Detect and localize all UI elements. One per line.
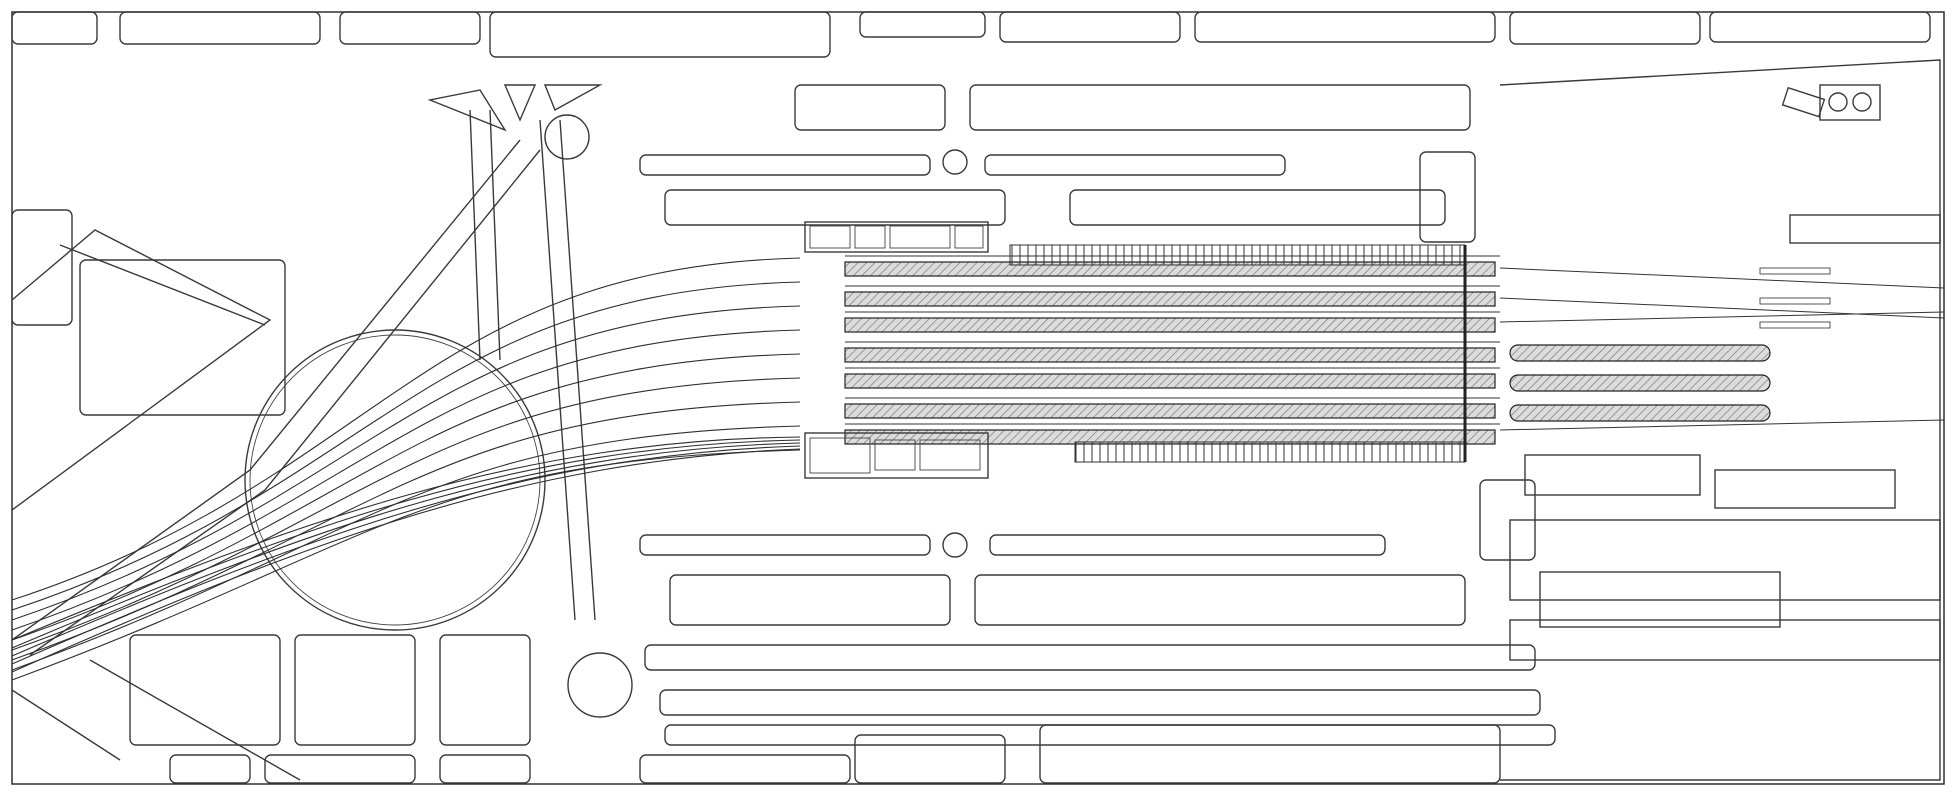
approach-tracks — [11, 257, 801, 681]
plaza-circle — [544, 114, 590, 160]
small-roundabout — [567, 652, 633, 718]
plaza-circle-small — [942, 149, 968, 175]
plaza-circle-small-south — [942, 532, 968, 558]
city-blocks — [11, 11, 1931, 784]
diagonal-avenues — [11, 84, 603, 781]
station-buildings — [804, 221, 989, 479]
east-platform-stubs — [1499, 267, 1945, 431]
roundabout — [244, 329, 546, 631]
station-platforms — [844, 244, 1500, 463]
